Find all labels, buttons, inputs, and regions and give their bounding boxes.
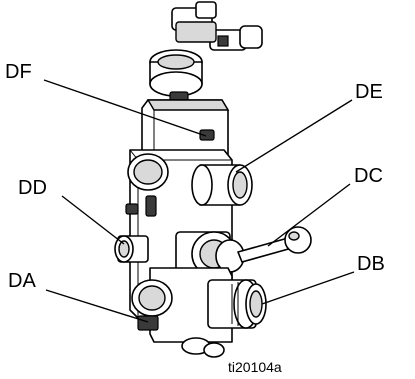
leader-line-db: [261, 271, 355, 305]
callout-dd: DD: [18, 177, 47, 199]
top-fitting-assembly: [149, 1, 263, 107]
da-fitting: [137, 315, 159, 331]
callout-df: DF: [5, 61, 32, 83]
left-upper-port: [127, 153, 169, 191]
leader-line-da: [45, 289, 149, 323]
db-outlet-fitting: [207, 279, 267, 329]
figure-reference: ti20104a: [228, 359, 282, 375]
dd-fitting: [114, 235, 149, 263]
leader-line-dc: [267, 183, 351, 247]
de-port: [191, 164, 253, 206]
leader-line-df: [43, 79, 207, 137]
callout-de: DE: [355, 81, 383, 103]
leader-line-dd: [61, 195, 125, 245]
leader-line-de: [235, 99, 353, 173]
dc-valve-handle: [175, 226, 312, 277]
callout-db: DB: [357, 253, 385, 275]
callout-da: DA: [8, 270, 36, 292]
callout-dc: DC: [354, 165, 383, 187]
